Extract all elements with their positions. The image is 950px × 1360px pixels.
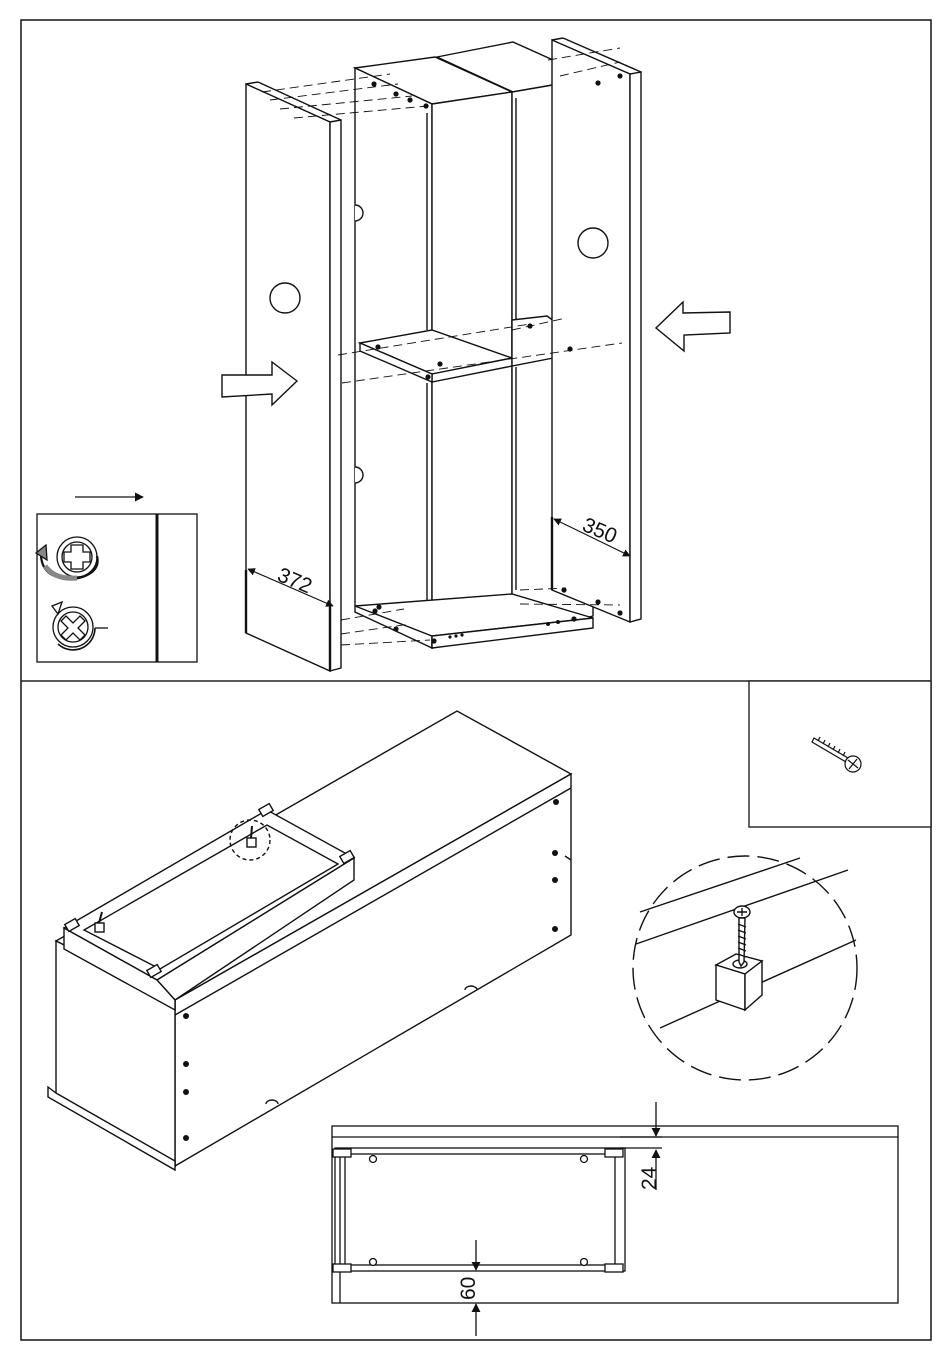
assembled-cabinet-view [48, 711, 571, 1170]
rotate-tighten-icon [36, 537, 98, 579]
cable-hole [578, 228, 608, 258]
top-offset-dimension: 24 [638, 1166, 661, 1190]
corner-block-detail [633, 856, 857, 1080]
cable-hole [270, 283, 300, 313]
plinth-plan-view [332, 1102, 898, 1336]
corner-blocks [333, 1149, 623, 1272]
assembly-arrow-icon [656, 302, 730, 351]
plinth-outline [335, 1148, 625, 1271]
screw-parts-box [749, 681, 931, 827]
rotate-loosen-icon [52, 602, 108, 650]
bottom-offset-dimension: 60 [457, 1277, 480, 1300]
screwdriver-inset [36, 497, 197, 662]
